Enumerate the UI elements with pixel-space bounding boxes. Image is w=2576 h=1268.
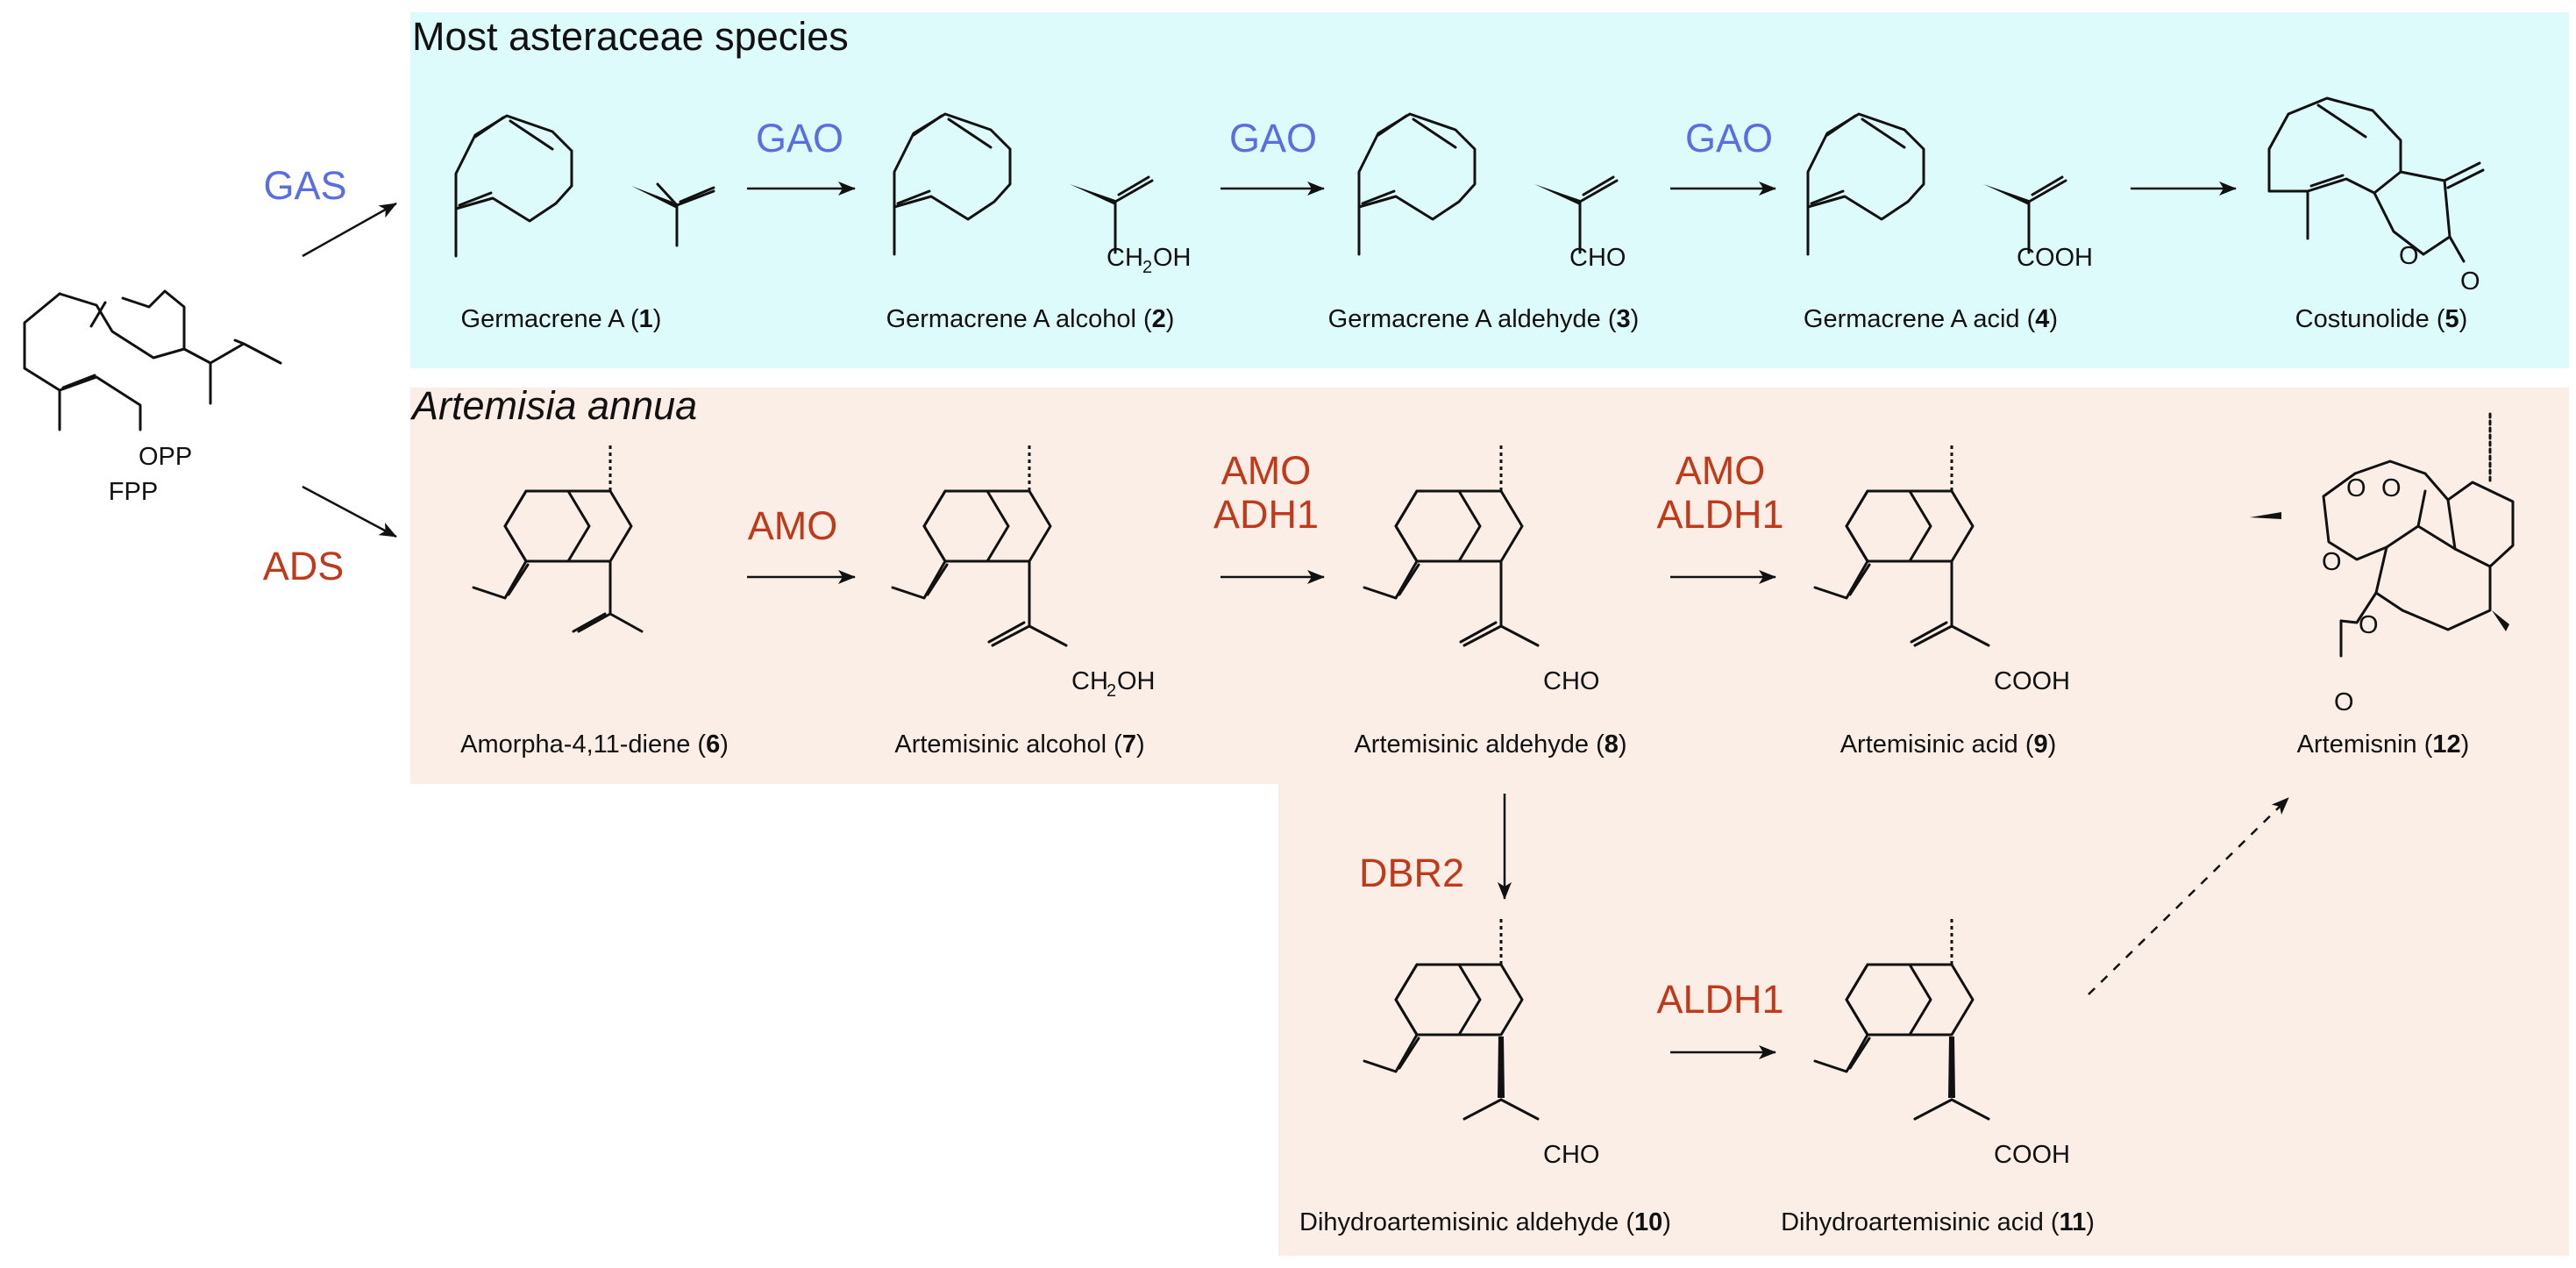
label-c8: Artemisinic aldehyde (8) [1354, 730, 1627, 759]
arrow-dashed [2088, 797, 2289, 995]
enzyme-amo-2: AMO [1220, 448, 1312, 493]
group-c4: COOH [2017, 244, 2093, 272]
arrow-fpp-ads [302, 485, 397, 538]
enzyme-ads: ADS [262, 544, 345, 588]
enzyme-amo-3: AMO [1675, 448, 1766, 493]
label-c7: Artemisinic alcohol (7) [894, 730, 1145, 759]
label-c12: Artemisnin (12) [2296, 730, 2470, 759]
asteraceae-title: Most asteraceae species [412, 14, 849, 59]
artemisinin-o2: O [2381, 474, 2402, 502]
structure-germacrene-a-alcohol [893, 112, 1154, 256]
structure-dihydroartemisinic-aldehyde [1363, 919, 1540, 1121]
structure-artemisinic-acid [1813, 445, 1990, 647]
enzyme-amo-1: AMO [747, 503, 838, 548]
label-c4: Germacrene A acid (4) [1803, 305, 2059, 333]
costunolide-ring-o: O [2399, 242, 2419, 270]
enzyme-dbr2: DBR2 [1358, 851, 1465, 895]
enzyme-aldh1: ALDH1 [1656, 977, 1784, 1022]
enzyme-adh1: ADH1 [1213, 492, 1320, 537]
structure-dihydroartemisinic-acid [1813, 919, 1990, 1121]
label-c10: Dihydroartemisinic aldehyde (10) [1299, 1208, 1671, 1236]
fpp-opp: OPP [139, 443, 192, 471]
costunolide-carbonyl-o: O [2460, 267, 2480, 296]
svg-text:2: 2 [1142, 258, 1152, 277]
enzyme-gao-2: GAO [1228, 116, 1318, 160]
group-c3: CHO [1569, 244, 1626, 272]
structure-amorphadiene [472, 445, 644, 633]
structure-germacrene-a-acid [1806, 112, 2067, 256]
enzyme-amo-adh1: AMO ADH1 [1213, 449, 1319, 537]
structure-artemisinic-aldehyde [1363, 445, 1540, 647]
label-c11: Dihydroartemisinic acid (11) [1781, 1208, 2095, 1236]
structure-germacrene-a-aldehyde [1357, 112, 1619, 256]
svg-text:2: 2 [1107, 681, 1116, 701]
enzyme-gao-3: GAO [1684, 116, 1774, 160]
artemisinin-o1: O [2346, 474, 2366, 502]
group-c10: CHO [1543, 1141, 1599, 1169]
arrow-fpp-gas [302, 202, 397, 258]
fpp-structure [23, 289, 282, 431]
structure-artemisinin [2322, 412, 2515, 658]
structure-germacrene-a [454, 114, 715, 258]
label-c5: Costunolide (5) [2295, 305, 2468, 333]
fpp-label: FPP [108, 478, 159, 506]
group-c11: COOH [1994, 1141, 2070, 1169]
enzyme-gas: GAS [263, 163, 347, 208]
artemisinin-o3: O [2322, 548, 2342, 576]
svg-text:OH: OH [1117, 667, 1156, 695]
label-c2: Germacrene A alcohol (2) [886, 305, 1175, 333]
label-c3: Germacrene A aldehyde (3) [1327, 305, 1640, 333]
structure-artemisinic-alcohol [891, 445, 1068, 647]
group-c8: CHO [1543, 667, 1599, 695]
label-c6: Amorpha-4,11-diene (6) [460, 730, 729, 759]
enzyme-gao-1: GAO [755, 116, 844, 160]
group-c2: CH [1107, 244, 1143, 272]
structure-costunolide [2267, 96, 2485, 263]
artemisia-panel-top [410, 388, 2569, 784]
label-c1: Germacrene A (1) [460, 305, 662, 333]
artemisia-title: Artemisia annua [412, 383, 698, 428]
artemisinin-o5: O [2334, 688, 2354, 716]
group-c7: CH [1071, 667, 1108, 695]
enzyme-aldh1-top: ALDH1 [1656, 492, 1784, 537]
svg-text:OH: OH [1153, 244, 1192, 272]
enzyme-amo-aldh1: AMO ALDH1 [1656, 449, 1783, 537]
artemisinin-o4: O [2359, 611, 2379, 639]
group-c9: COOH [1994, 667, 2070, 695]
asteraceae-panel [410, 12, 2569, 368]
artemisia-panel-bottom [1278, 782, 2569, 1256]
label-c9: Artemisinic acid (9) [1839, 730, 2057, 759]
